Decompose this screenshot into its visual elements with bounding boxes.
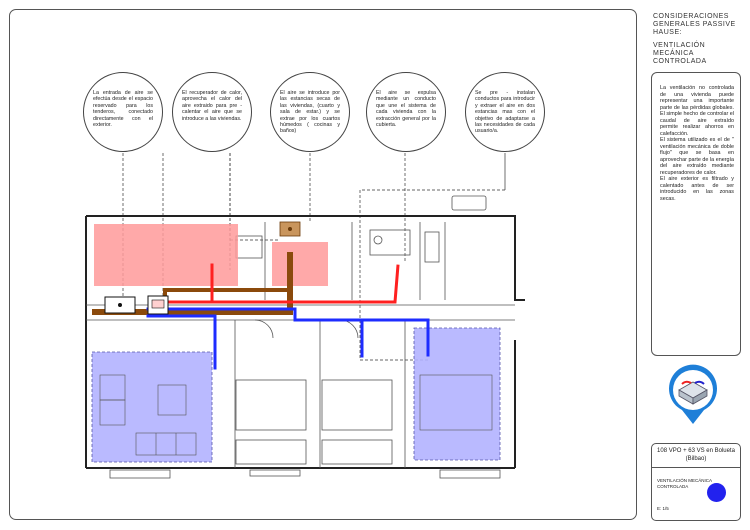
sheet-marker — [707, 483, 726, 502]
callout-text: El aire se introduce por las estancias s… — [280, 90, 340, 135]
wet-zone-right — [272, 242, 328, 286]
sheet-label: VENTILACIÓN MECÁNICA CONTROLADA — [657, 478, 712, 489]
callout-text: El recuperador de calor, aprovecha el ca… — [182, 90, 242, 122]
callout-text: El aire se expulsa mediante un conducto … — [376, 90, 436, 129]
project-name: 108 VPO + 63 VS en Bolueta (Bilbao) — [652, 444, 740, 468]
fresh-air-duct — [146, 314, 217, 370]
building-walls — [85, 215, 525, 469]
wet-zone-left — [94, 224, 238, 286]
sidebar-subheading: VENTILACIÓN MECÁNICA CONTROLADA — [653, 41, 707, 66]
sidebar-title: CONSIDERACIONES GENERALES PASSIVE HAUSE:… — [653, 13, 741, 66]
fresh-air-duct-main — [146, 307, 430, 357]
callout-text: Se pre - instalan conductos para introdu… — [475, 90, 535, 135]
drawing-sheet — [9, 9, 637, 520]
callout-heat-recovery: El recuperador de calor, aprovecha el ca… — [172, 72, 252, 152]
description-paragraph: El sistema utilizado es el de " ventilac… — [660, 137, 734, 176]
callout-air-expulsion: El aire se expulsa mediante un conducto … — [366, 72, 446, 152]
heat-recovery-units — [104, 221, 301, 315]
description-panel: La ventilación no controlada de una vivi… — [651, 72, 741, 356]
callout-air-distribution: El aire se introduce por las estancias s… — [270, 72, 350, 152]
callout-air-intake: La entrada de aire se efectúa desde el e… — [83, 72, 163, 152]
supply-duct-dashed — [328, 263, 400, 304]
heat-recovery-unit-icon — [678, 380, 708, 405]
ducts — [92, 252, 430, 370]
floor-plan — [85, 153, 525, 479]
callout-text: La entrada de aire se efectúa desde el e… — [93, 90, 153, 129]
title-block: 108 VPO + 63 VS en Bolueta (Bilbao) VENT… — [651, 443, 741, 521]
dry-zone-left — [91, 351, 213, 463]
callout-pre-installation: Se pre - instalan conductos para introdu… — [465, 72, 545, 152]
sheet-scale: E: 1/5 — [657, 506, 669, 511]
sidebar-heading: CONSIDERACIONES GENERALES PASSIVE HAUSE: — [653, 13, 736, 37]
description-paragraph: El aire exterior es filtrado y calentado… — [660, 176, 734, 202]
exhaust-branch — [163, 288, 292, 300]
furniture — [99, 374, 493, 456]
description-paragraph: La ventilación no controlada de una vivi… — [660, 85, 734, 137]
location-pin-icon — [669, 364, 717, 424]
